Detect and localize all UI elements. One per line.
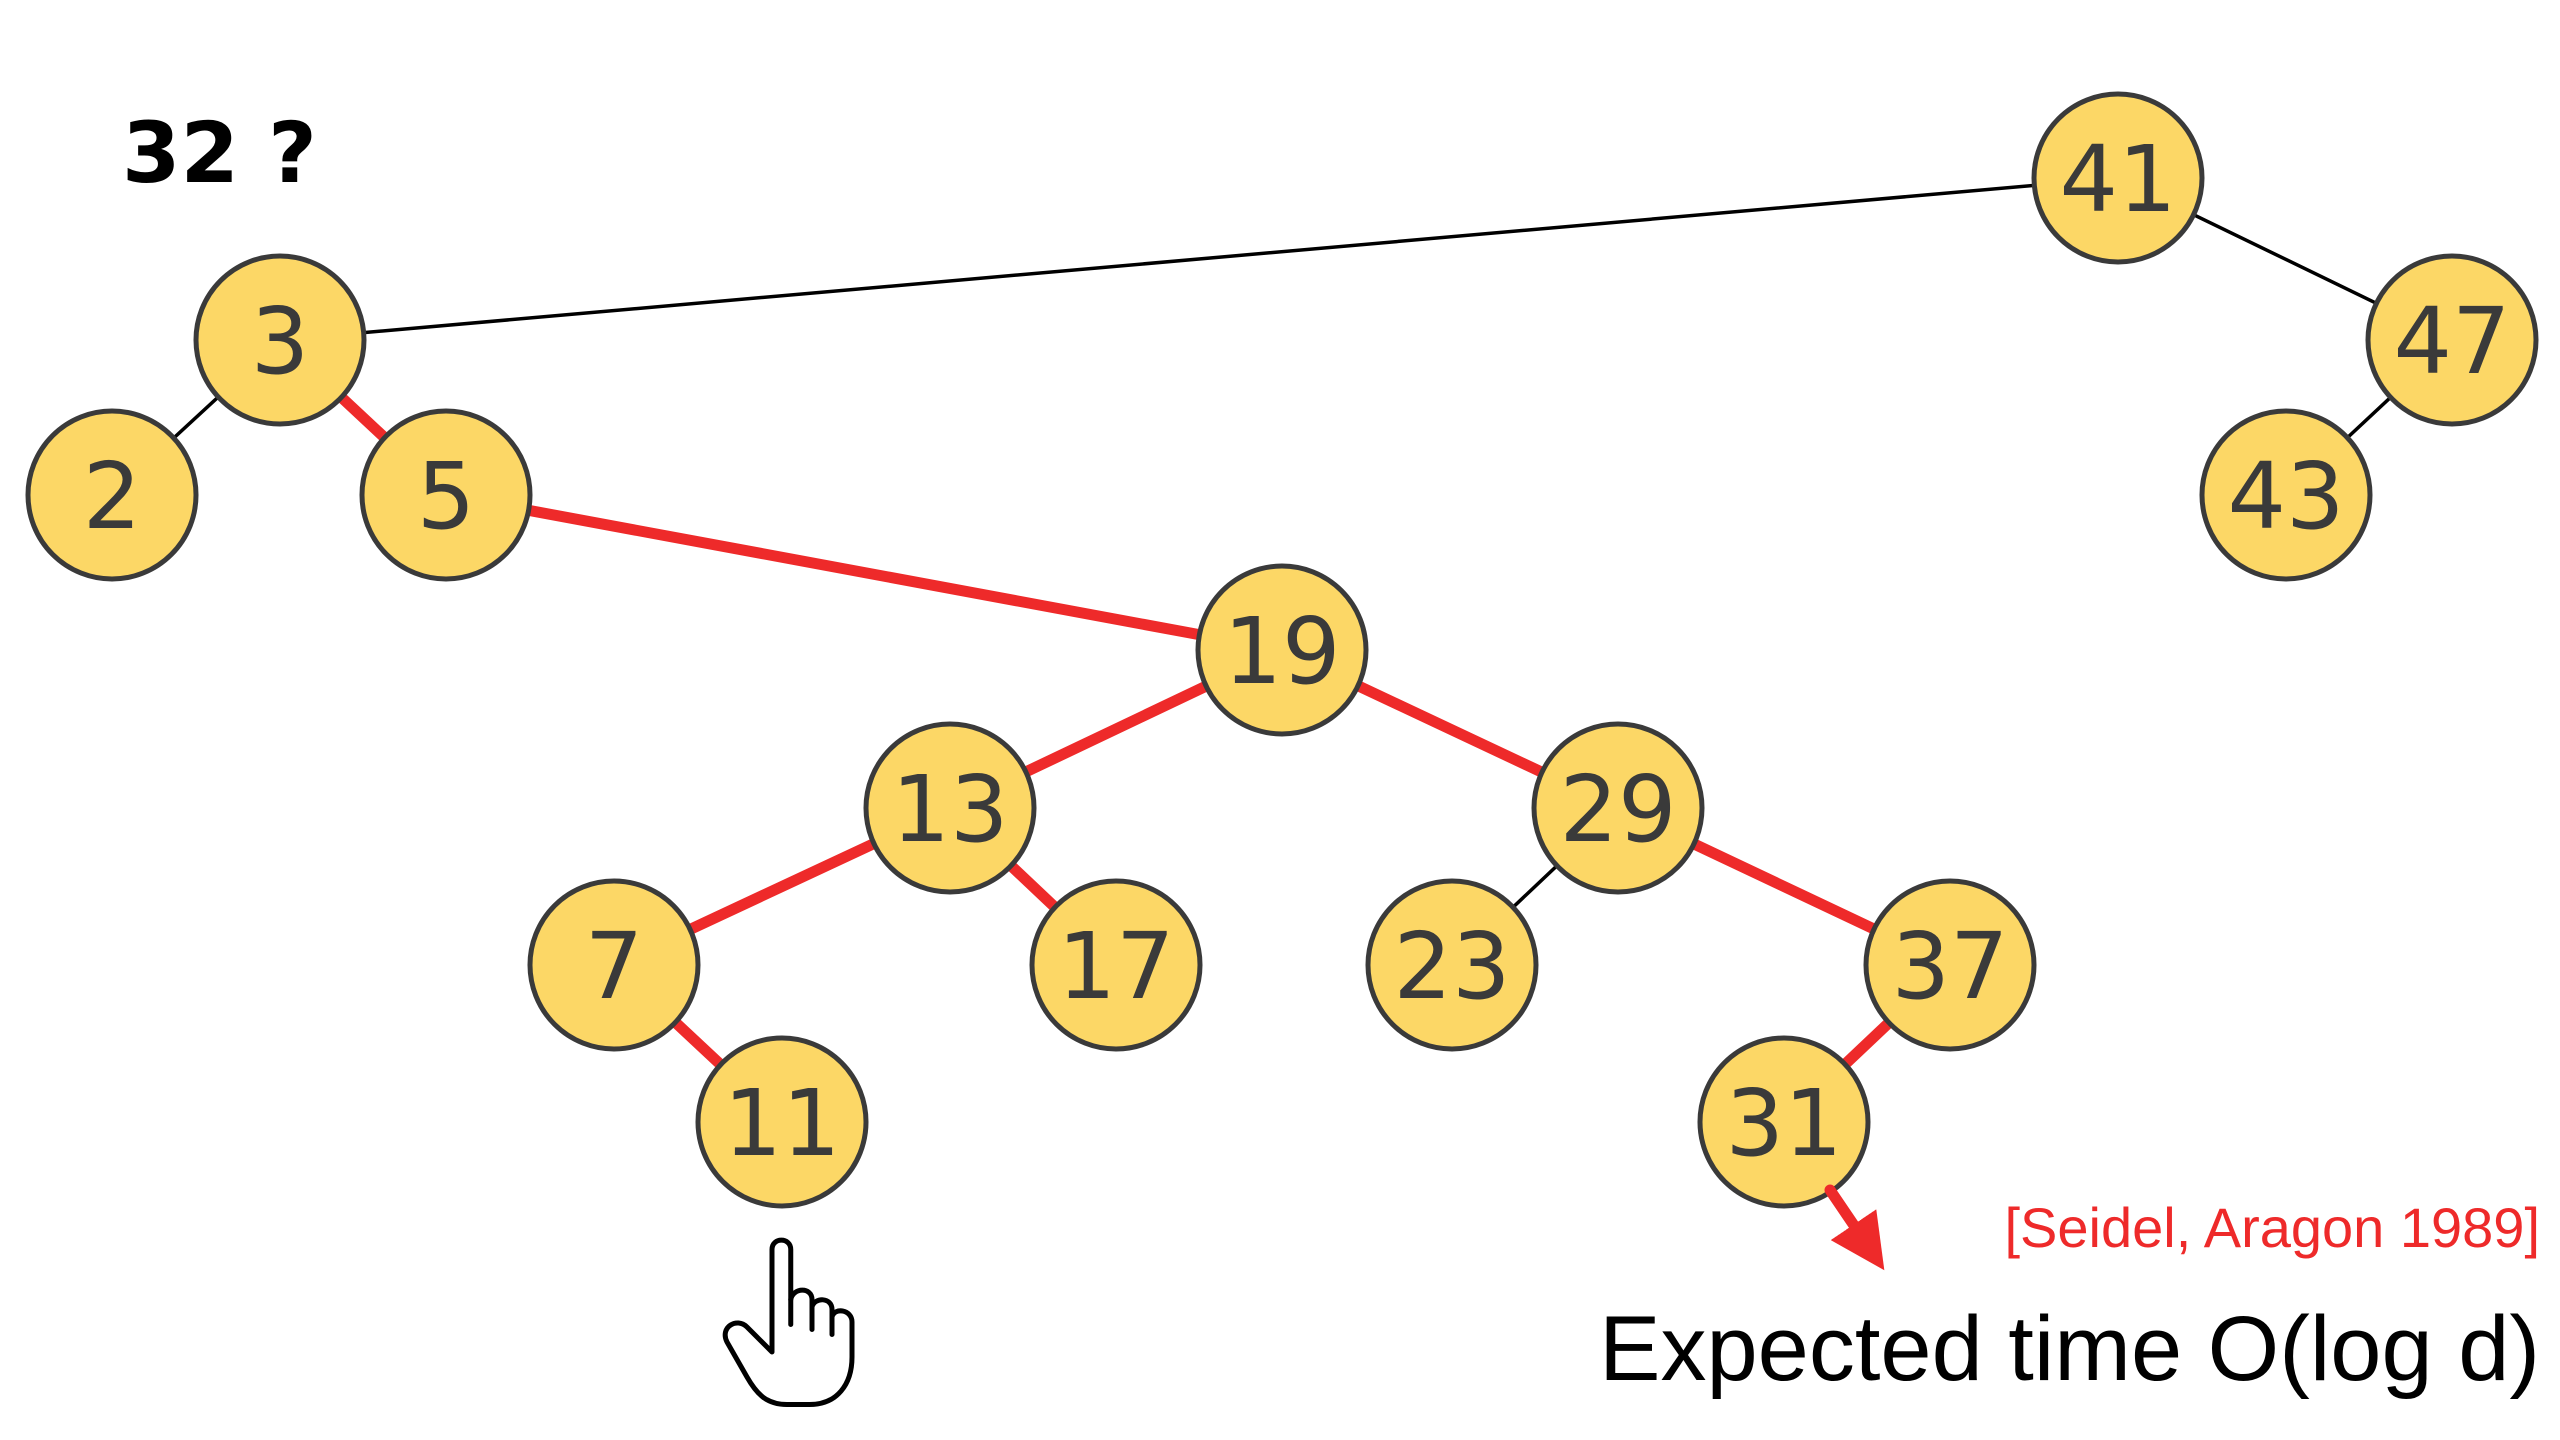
node-circle <box>193 253 367 427</box>
tree-node-17: 17 <box>1029 878 1203 1052</box>
node-label: 5 <box>417 443 476 550</box>
tree-node-37: 37 <box>1863 878 2037 1052</box>
node-circle <box>359 408 533 582</box>
tree-node-7: 7 <box>527 878 701 1052</box>
node-circle <box>1195 563 1369 737</box>
nodes-layer: 3 2 5 41 47 43 19 13 29 7 17 23 37 11 31 <box>25 91 2539 1209</box>
tree-node-43: 43 <box>2199 408 2373 582</box>
hand-pointer-icon <box>722 1237 855 1407</box>
tree-node-31: 31 <box>1697 1035 1871 1209</box>
tree-node-29: 29 <box>1531 721 1705 895</box>
node-circle <box>1029 878 1203 1052</box>
node-label: 31 <box>1725 1070 1842 1177</box>
node-label: 13 <box>891 756 1008 863</box>
node-circle <box>1365 878 1539 1052</box>
edge-n5-n19-search-path <box>440 489 1288 656</box>
tree-node-23: 23 <box>1365 878 1539 1052</box>
tree-node-3: 3 <box>193 253 367 427</box>
node-label: 29 <box>1559 756 1676 863</box>
node-label: 17 <box>1057 913 1174 1020</box>
node-circle <box>527 878 701 1052</box>
node-circle <box>1531 721 1705 895</box>
edge-n3-n41 <box>278 176 2120 342</box>
complexity-caption: Expected time O(log d) <box>1599 1298 2540 1400</box>
node-label: 47 <box>2393 288 2510 395</box>
node-circle <box>25 408 199 582</box>
node-label: 19 <box>1223 598 1340 705</box>
citation: [Seidel, Aragon 1989] <box>2004 1196 2540 1259</box>
tree-node-11: 11 <box>695 1035 869 1209</box>
tree-node-13: 13 <box>863 721 1037 895</box>
tree-node-41: 41 <box>2031 91 2205 265</box>
node-circle <box>1863 878 2037 1052</box>
node-circle <box>2199 408 2373 582</box>
node-label: 2 <box>83 443 142 550</box>
search-arrow <box>1824 1184 1885 1271</box>
node-label: 11 <box>723 1070 840 1177</box>
node-label: 43 <box>2227 443 2344 550</box>
node-circle <box>2031 91 2205 265</box>
node-label: 23 <box>1393 913 1510 1020</box>
node-circle <box>1697 1035 1871 1209</box>
tree-node-2: 2 <box>25 408 199 582</box>
tree-node-47: 47 <box>2365 253 2539 427</box>
node-label: 3 <box>251 288 310 395</box>
node-label: 7 <box>585 913 644 1020</box>
node-circle <box>695 1035 869 1209</box>
node-circle <box>2365 253 2539 427</box>
node-label: 41 <box>2059 126 2176 233</box>
tree-node-5: 5 <box>359 408 533 582</box>
node-label: 37 <box>1891 913 2008 1020</box>
tree-node-19: 19 <box>1195 563 1369 737</box>
node-circle <box>863 721 1037 895</box>
query-label: 32 ? <box>122 104 317 202</box>
